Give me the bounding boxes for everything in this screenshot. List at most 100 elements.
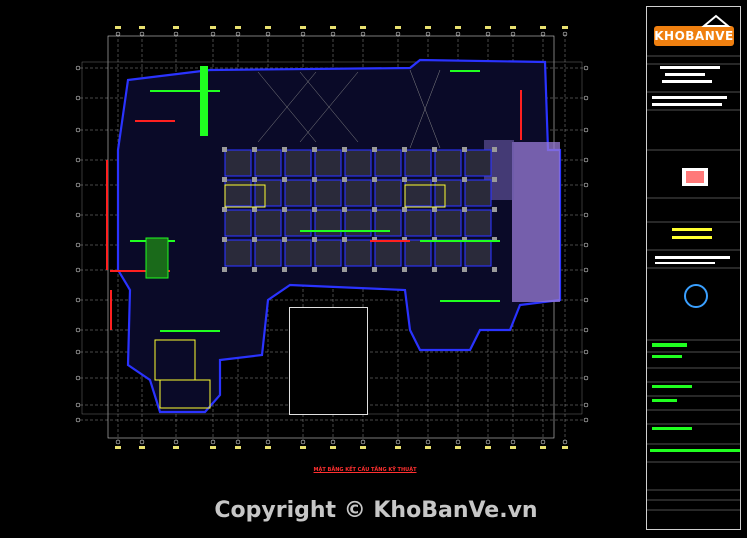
structural-bay	[314, 149, 342, 177]
structural-bay	[374, 179, 402, 207]
grid-bubble-left	[75, 375, 81, 381]
beam-red	[520, 90, 522, 140]
stair-core	[224, 184, 266, 208]
grid-bubble-right	[583, 327, 589, 333]
dim-text-top	[139, 26, 145, 29]
house-icon	[701, 14, 731, 27]
dim-text-top	[485, 26, 491, 29]
dim-text-top	[455, 26, 461, 29]
grid-bubble-bottom	[173, 439, 179, 445]
void-cross	[299, 71, 359, 143]
legend-box	[289, 307, 368, 415]
client-logo-mark	[686, 171, 704, 183]
structural-bay	[314, 209, 342, 237]
column	[282, 237, 287, 242]
grid-bubble-right	[583, 417, 589, 423]
column	[282, 147, 287, 152]
grid-bubble-top	[395, 31, 401, 37]
column	[492, 177, 497, 182]
grid-bubble-right	[583, 65, 589, 71]
column	[312, 267, 317, 272]
dim-text-top	[300, 26, 306, 29]
grid-bubble-left	[75, 65, 81, 71]
title-block-text	[652, 96, 727, 99]
structural-bay	[434, 239, 462, 267]
grid-bubble-bottom	[330, 439, 336, 445]
grid-bubble-right	[583, 242, 589, 248]
dim-text-bottom	[360, 446, 366, 449]
dim-text-top	[173, 26, 179, 29]
beam-green	[420, 240, 500, 242]
beam-red	[110, 270, 170, 272]
title-block-green-text	[650, 449, 740, 452]
grid-bubble-left	[75, 267, 81, 273]
structural-bay	[224, 149, 252, 177]
column	[432, 207, 437, 212]
column	[252, 147, 257, 152]
grid-bubble-left	[75, 95, 81, 101]
column	[402, 267, 407, 272]
beam-red	[135, 120, 175, 122]
structural-bay	[344, 149, 372, 177]
title-block-text	[662, 80, 712, 83]
column	[372, 147, 377, 152]
dim-text-bottom	[210, 446, 216, 449]
column	[342, 177, 347, 182]
structural-bay	[284, 239, 312, 267]
dim-text-top	[330, 26, 336, 29]
structural-bay	[284, 179, 312, 207]
column	[222, 267, 227, 272]
beam-green	[200, 66, 208, 136]
dim-text-top	[540, 26, 546, 29]
grid-bubble-left	[75, 212, 81, 218]
beam-red	[370, 240, 410, 242]
grid-bubble-right	[583, 95, 589, 101]
structural-bay	[404, 179, 432, 207]
grid-bubble-left	[75, 402, 81, 408]
column	[252, 207, 257, 212]
dim-text-top	[115, 26, 121, 29]
structural-bay	[254, 149, 282, 177]
dim-text-top	[562, 26, 568, 29]
column	[432, 147, 437, 152]
grid-bubble-top	[265, 31, 271, 37]
structural-bay	[254, 209, 282, 237]
khobanve-logo	[654, 14, 734, 46]
grid-bubble-top	[425, 31, 431, 37]
dim-text-bottom	[425, 446, 431, 449]
structural-bay	[374, 209, 402, 237]
grid-bubble-bottom	[540, 439, 546, 445]
grid-bubble-top	[115, 31, 121, 37]
void-cross	[409, 69, 441, 149]
column	[372, 177, 377, 182]
dim-text-top	[360, 26, 366, 29]
column	[402, 147, 407, 152]
structural-bay	[344, 179, 372, 207]
structural-bay	[464, 149, 492, 177]
column	[402, 237, 407, 242]
title-block-text	[660, 66, 720, 69]
project-name-text	[672, 228, 712, 231]
grid-bubble-top	[360, 31, 366, 37]
logo-brand-text: KHOBANVE	[654, 29, 734, 43]
structural-bay	[254, 179, 282, 207]
grid-bubble-right	[583, 182, 589, 188]
grid-bubble-top	[210, 31, 216, 37]
title-block-green-text	[652, 399, 677, 402]
dim-text-bottom	[300, 446, 306, 449]
grid-bubble-left	[75, 327, 81, 333]
column	[462, 177, 467, 182]
grid-bubble-top	[510, 31, 516, 37]
structural-bay	[404, 239, 432, 267]
structural-bay	[434, 209, 462, 237]
structural-bay	[284, 209, 312, 237]
column	[372, 267, 377, 272]
grid-bubble-bottom	[562, 439, 568, 445]
structural-bay	[464, 209, 492, 237]
grid-bubble-top	[235, 31, 241, 37]
lift-core	[145, 237, 169, 279]
dim-text-bottom	[139, 446, 145, 449]
title-block-text	[655, 256, 730, 259]
column	[492, 267, 497, 272]
